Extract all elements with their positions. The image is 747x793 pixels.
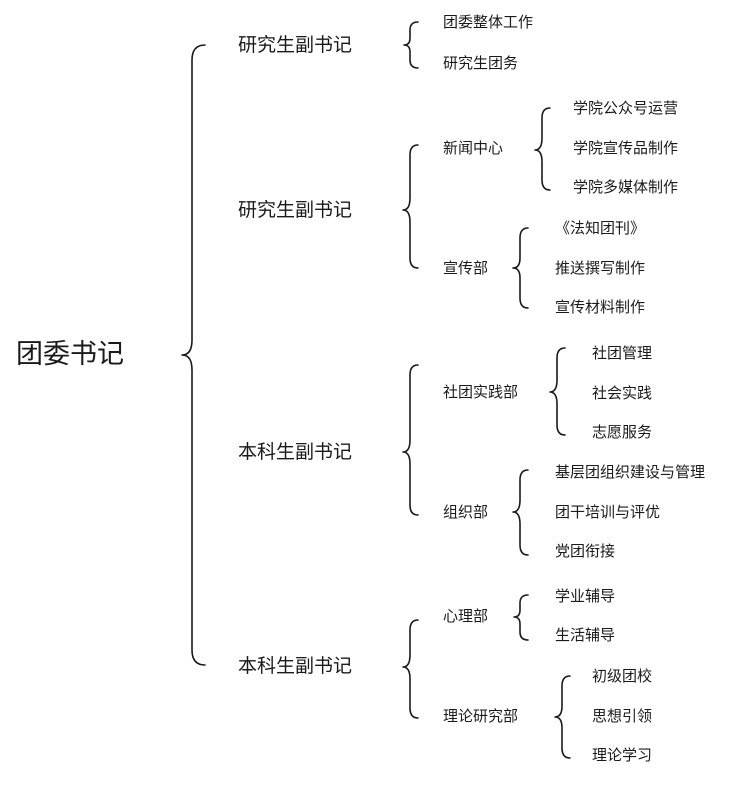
group-label: 理论研究部 <box>443 707 519 725</box>
leaf-item: 理论学习 <box>592 746 653 764</box>
group-label: 心理部 <box>443 607 489 625</box>
group-label: 组织部 <box>443 503 489 521</box>
branch-label: 研究生副书记 <box>238 34 353 56</box>
leaf-item: 生活辅导 <box>555 626 616 644</box>
leaf-item: 研究生团务 <box>443 54 519 72</box>
leaf-item: 社会实践 <box>592 384 653 402</box>
news-center-brace <box>534 107 551 191</box>
leaf-item: 初级团校 <box>592 667 653 685</box>
leaf-item: 宣传材料制作 <box>555 298 646 316</box>
leaf-item: 思想引领 <box>592 707 653 725</box>
group-label: 新闻中心 <box>443 139 504 157</box>
root-node: 团委书记 <box>16 339 124 370</box>
leaf-item: 学院宣传品制作 <box>573 139 679 157</box>
organization-brace <box>512 469 529 556</box>
leaf-item: 推送撰写制作 <box>555 259 646 277</box>
branch1-brace <box>403 21 419 69</box>
leaf-item: 学业辅导 <box>555 587 616 605</box>
branch-label: 本科生副书记 <box>238 655 353 677</box>
leaf-item: 社团管理 <box>592 344 653 362</box>
branch2-brace <box>402 144 419 269</box>
leaf-item: 志愿服务 <box>592 423 653 441</box>
leaf-item: 团委整体工作 <box>443 13 534 31</box>
leaf-item: 基层团组织建设与管理 <box>555 463 706 481</box>
theory-research-brace <box>554 675 571 759</box>
root-brace <box>181 44 206 666</box>
leaf-item: 《法知团刊》 <box>555 219 646 237</box>
leaf-item: 党团衔接 <box>555 542 616 560</box>
leaf-item: 团干培训与评优 <box>555 503 661 521</box>
branch-label: 本科生副书记 <box>238 441 353 463</box>
leaf-item: 学院多媒体制作 <box>573 178 679 196</box>
group-label: 社团实践部 <box>443 383 519 401</box>
branch4-brace <box>402 619 419 719</box>
publicity-brace <box>512 227 529 309</box>
group-label: 宣传部 <box>443 259 489 277</box>
club-practice-brace <box>549 347 566 436</box>
branch3-brace <box>402 364 419 516</box>
psychology-brace <box>513 594 529 641</box>
leaf-item: 学院公众号运营 <box>573 99 679 117</box>
branch-label: 研究生副书记 <box>238 199 353 221</box>
